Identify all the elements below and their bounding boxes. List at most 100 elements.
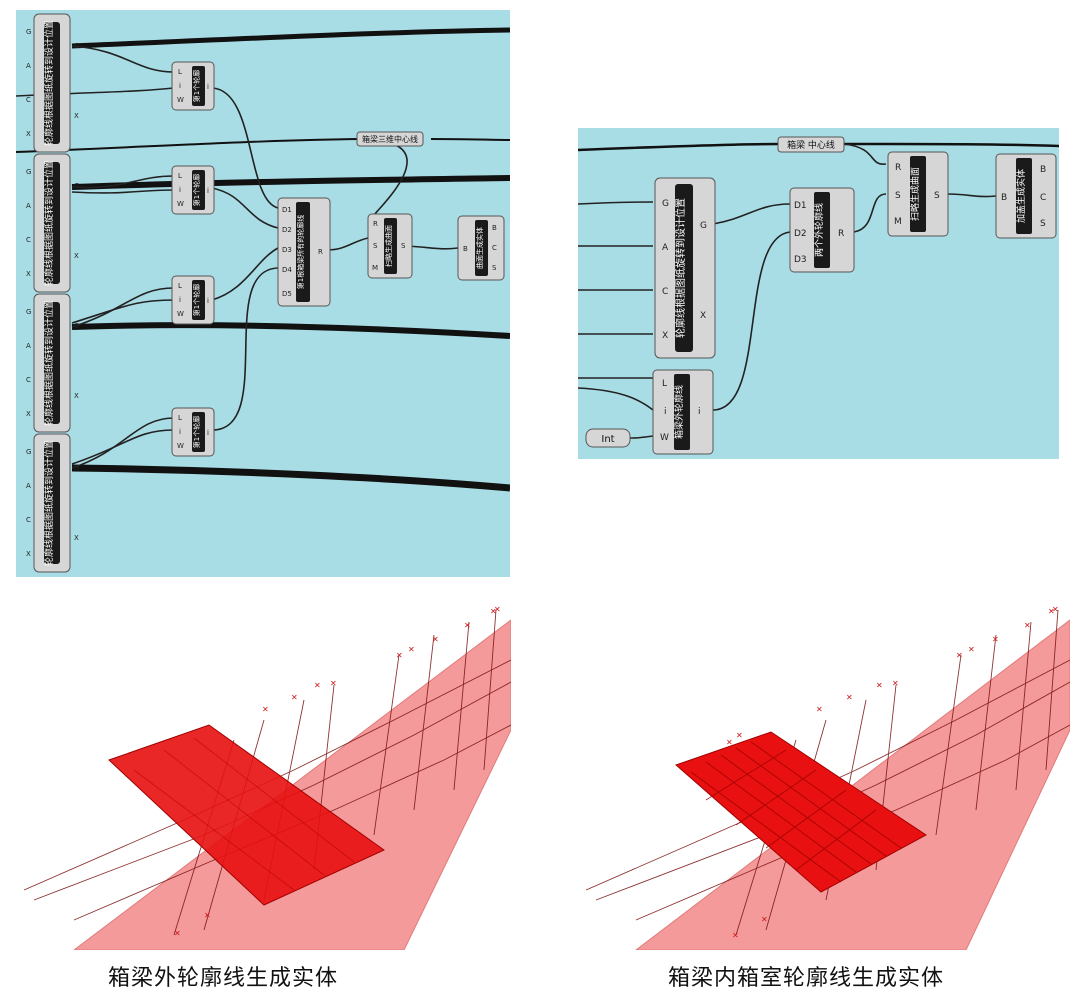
panel-label-4: 轮廓线根据图纸旋转到设计位置 — [43, 440, 55, 566]
svg-text:D5: D5 — [282, 290, 292, 298]
svg-text:S: S — [373, 242, 378, 250]
cap-node[interactable]: 加盖生成实体 B B C S — [995, 153, 1057, 239]
svg-text:D4: D4 — [282, 266, 292, 274]
list-item-node-2[interactable]: 第1个轮廓 L i W i — [171, 165, 215, 215]
sweep-node[interactable]: 扫略生成曲面 R S M S — [367, 213, 413, 279]
port-label: C — [26, 516, 31, 524]
port-label: X — [26, 410, 31, 418]
svg-text:✕: ✕ — [291, 693, 298, 702]
svg-text:R: R — [318, 248, 323, 256]
svg-text:M: M — [894, 217, 902, 227]
panel-component-3[interactable]: 轮廓线根据图纸旋转到设计位置 — [33, 293, 71, 433]
port-label: G — [26, 168, 31, 176]
svg-text:扫略生成曲面: 扫略生成曲面 — [384, 225, 393, 267]
svg-text:L: L — [178, 172, 182, 180]
svg-text:✕: ✕ — [968, 645, 975, 654]
panel-label-1: 轮廓线根据图纸旋转到设计位置 — [43, 20, 55, 146]
svg-text:✕: ✕ — [816, 705, 823, 714]
svg-text:G: G — [662, 199, 669, 209]
svg-text:X: X — [662, 331, 668, 341]
list-item-label: 第1个轮廓 — [192, 284, 201, 316]
left-grasshopper-canvas[interactable]: 轮廓线根据图纸旋转到设计位置 轮廓线根据图纸旋转到设计位置 轮廓线根据图纸旋转到… — [16, 10, 510, 577]
panel-component-1[interactable]: 轮廓线根据图纸旋转到设计位置 — [33, 13, 71, 153]
list-item-node-4[interactable]: 第1个轮廓 L i W i — [171, 407, 215, 457]
list-item-node-3[interactable]: 第1个轮廓 L i W i — [171, 275, 215, 325]
svg-text:✕: ✕ — [204, 911, 211, 920]
svg-text:✕: ✕ — [892, 679, 899, 688]
svg-text:R: R — [373, 220, 378, 228]
port-label: G — [74, 464, 79, 472]
svg-text:✕: ✕ — [956, 651, 963, 660]
right-3d-render: ✕✕✕ ✕✕✕ ✕✕✕ ✕✕✕ ✕✕ — [576, 600, 1070, 950]
svg-text:两个外轮廓线: 两个外轮廓线 — [813, 203, 825, 257]
svg-text:A: A — [662, 243, 669, 253]
centerline-param[interactable]: 箱梁三维中心线 — [356, 131, 424, 147]
svg-text:✕: ✕ — [736, 731, 743, 740]
panel-label-2: 轮廓线根据图纸旋转到设计位置 — [43, 160, 55, 286]
svg-text:D2: D2 — [794, 229, 807, 239]
port-label: X — [26, 270, 31, 278]
list-item-label: 第1个轮廓 — [192, 70, 201, 102]
svg-text:C: C — [1040, 193, 1046, 203]
svg-text:✕: ✕ — [262, 705, 269, 714]
svg-text:i: i — [179, 186, 181, 194]
svg-text:W: W — [177, 310, 184, 318]
left-caption: 箱梁外轮廓线生成实体 — [108, 966, 339, 991]
svg-text:✕: ✕ — [490, 607, 497, 616]
svg-text:i: i — [207, 429, 209, 437]
svg-text:轮廓线根据图纸旋转到设计位置: 轮廓线根据图纸旋转到设计位置 — [674, 198, 687, 338]
svg-text:✕: ✕ — [396, 651, 403, 660]
port-label: C — [26, 236, 31, 244]
svg-text:W: W — [660, 433, 669, 443]
svg-text:i: i — [179, 82, 181, 90]
svg-text:B: B — [1001, 193, 1007, 203]
right-grasshopper-canvas[interactable]: 箱梁 中心线 轮廓线根据图纸旋转到设计位置 G A C X G X 两个外轮廓线… — [578, 128, 1059, 459]
svg-text:箱梁 中心线: 箱梁 中心线 — [787, 139, 835, 151]
port-label: A — [26, 342, 31, 350]
svg-text:i: i — [207, 83, 209, 91]
port-label: A — [26, 482, 31, 490]
svg-text:R: R — [838, 229, 844, 239]
svg-text:✕: ✕ — [494, 605, 501, 614]
list-item-node[interactable]: 箱梁外轮廓线 L i W i — [652, 369, 714, 455]
svg-text:L: L — [662, 379, 667, 389]
merge-node[interactable]: 第1根箱梁所有的轮廓线 D1 D2 D3 D4 D5 R — [277, 197, 331, 307]
list-item-label: 第1个轮廓 — [192, 174, 201, 206]
svg-text:B: B — [492, 224, 497, 232]
port-label: A — [26, 62, 31, 70]
svg-text:✕: ✕ — [174, 929, 181, 938]
sweep-node[interactable]: 扫略生成曲面 R S M S — [887, 151, 949, 237]
svg-text:W: W — [177, 200, 184, 208]
int-param[interactable]: Int — [585, 428, 631, 448]
port-label: G — [74, 42, 79, 50]
panel-label-3: 轮廓线根据图纸旋转到设计位置 — [43, 300, 55, 426]
svg-text:G: G — [700, 221, 707, 231]
panel-component[interactable]: 轮廓线根据图纸旋转到设计位置 G A C X G X — [654, 177, 716, 359]
port-label: X — [26, 130, 31, 138]
svg-text:i: i — [664, 407, 667, 417]
svg-text:L: L — [178, 282, 182, 290]
svg-text:✕: ✕ — [1052, 605, 1059, 614]
svg-text:D3: D3 — [794, 255, 807, 265]
svg-text:S: S — [934, 191, 940, 201]
svg-text:i: i — [179, 296, 181, 304]
svg-text:✕: ✕ — [1024, 621, 1031, 630]
svg-text:✕: ✕ — [992, 635, 999, 644]
port-label: X — [74, 112, 79, 120]
svg-text:S: S — [401, 242, 406, 250]
list-item-node-1[interactable]: 第1个轮廓 L i W i — [171, 61, 215, 111]
svg-text:加盖生成实体: 加盖生成实体 — [1015, 169, 1027, 223]
port-label: C — [26, 96, 31, 104]
merge-node[interactable]: 两个外轮廓线 D1 D2 D3 R — [789, 187, 855, 273]
centerline-param[interactable]: 箱梁 中心线 — [777, 136, 845, 153]
svg-text:✕: ✕ — [464, 621, 471, 630]
right-caption: 箱梁内箱室轮廓线生成实体 — [668, 966, 945, 991]
panel-component-4[interactable]: 轮廓线根据图纸旋转到设计位置 — [33, 433, 71, 573]
port-label: G — [74, 322, 79, 330]
port-label: X — [74, 252, 79, 260]
svg-text:✕: ✕ — [761, 915, 768, 924]
panel-component-2[interactable]: 轮廓线根据图纸旋转到设计位置 — [33, 153, 71, 293]
svg-text:i: i — [179, 428, 181, 436]
cap-node[interactable]: 曲面生成实体 B B C S — [457, 215, 505, 281]
svg-text:L: L — [178, 414, 182, 422]
